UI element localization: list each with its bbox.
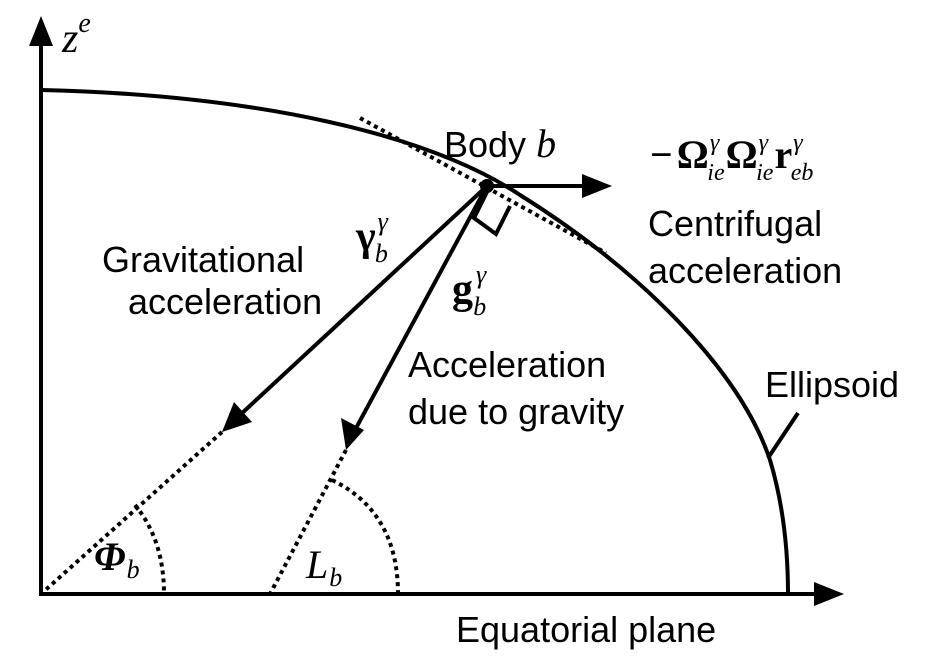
centrifugal-label-line1: Centrifugal xyxy=(648,203,822,244)
gravitational-extension xyxy=(39,430,224,596)
centrifugal-label-line2: acceleration xyxy=(648,250,842,291)
centrifugal-arrowhead xyxy=(582,174,612,198)
vertical-axis-label: ze xyxy=(61,8,91,62)
gravity-arrow-shaft xyxy=(353,185,489,431)
geocentric-latitude-label: Φb xyxy=(94,534,140,584)
ellipsoid-arc xyxy=(40,88,790,595)
right-angle-marker xyxy=(471,191,512,238)
gravity-label-line1: Acceleration xyxy=(408,344,606,385)
gravitational-label-line2: acceleration xyxy=(128,281,322,322)
horizontal-axis-label: Equatorial plane xyxy=(456,609,716,650)
tangent-line xyxy=(359,116,607,255)
horizontal-axis-arrowhead xyxy=(814,582,844,606)
geodetic-latitude-label: Lb xyxy=(305,542,342,592)
gravitational-label-line1: Gravitational xyxy=(102,239,304,280)
geodetic-angle-arc xyxy=(331,478,400,595)
ellipsoid-leader xyxy=(766,411,800,460)
gravitational-arrowhead xyxy=(222,402,252,432)
vertical-axis-arrowhead xyxy=(29,16,53,46)
geocentric-angle-arc xyxy=(133,503,166,595)
gravity-arrowhead xyxy=(341,418,364,450)
gravitational-arrow-shaft xyxy=(238,184,489,417)
ellipsoid-label: Ellipsoid xyxy=(765,364,899,405)
gravity-extension xyxy=(268,449,348,595)
gravity-label-line2: due to gravity xyxy=(408,391,624,432)
